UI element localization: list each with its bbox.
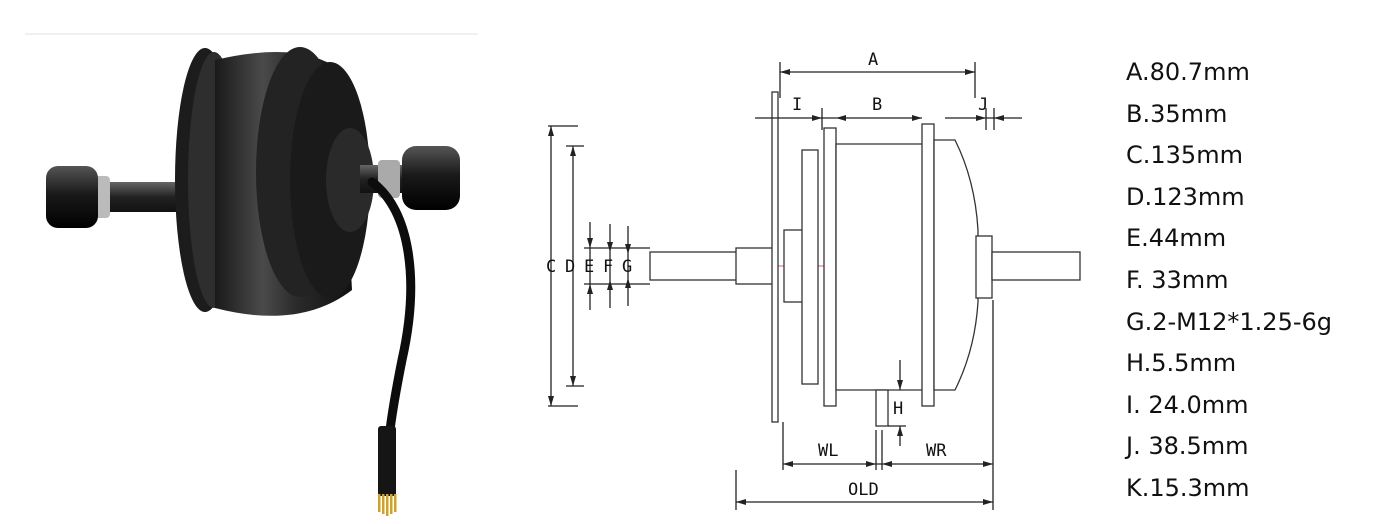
spec-J: J. 38.5mm bbox=[1126, 432, 1249, 461]
right-bearing bbox=[975, 235, 993, 299]
spec-K: K.15.3mm bbox=[1126, 473, 1250, 502]
right-axle bbox=[991, 251, 1081, 281]
spec-H: H.5.5mm bbox=[1126, 349, 1237, 378]
label-H: H bbox=[893, 399, 903, 419]
label-OLD: OLD bbox=[848, 480, 879, 500]
motor-shell bbox=[835, 143, 925, 391]
dim-F: F bbox=[603, 224, 613, 308]
hub-motor-photo bbox=[25, 33, 478, 516]
spec-list: A.80.7mm B.35mm C.135mm D.123mm E.44mm F… bbox=[1126, 52, 1332, 510]
spec-I: I. 24.0mm bbox=[1126, 390, 1249, 419]
spec-G: G.2-M12*1.25-6g bbox=[1126, 307, 1333, 336]
label-F: F bbox=[603, 257, 613, 277]
label-D: D bbox=[565, 257, 575, 277]
dim-A: A bbox=[779, 50, 976, 98]
dim-H: H bbox=[888, 360, 906, 446]
dim-C: C bbox=[546, 125, 578, 407]
spec-B: B.35mm bbox=[1126, 99, 1228, 128]
label-WR: WR bbox=[926, 441, 947, 461]
label-A: A bbox=[868, 50, 878, 70]
dim-E: E bbox=[584, 222, 650, 310]
disc-plate bbox=[771, 91, 779, 423]
spec-F: F. 33mm bbox=[1126, 265, 1229, 294]
spec-E: E.44mm bbox=[1126, 224, 1227, 253]
dim-D: D bbox=[565, 145, 584, 387]
label-I: I bbox=[792, 95, 802, 115]
right-flange-plate bbox=[921, 123, 935, 407]
label-C: C bbox=[546, 257, 556, 277]
left-spacer bbox=[735, 247, 775, 285]
spec-D: D.123mm bbox=[1126, 182, 1245, 211]
left-flange-plate bbox=[823, 127, 837, 407]
label-B: B bbox=[872, 95, 882, 115]
label-E: E bbox=[584, 257, 594, 277]
dim-OLD: OLD bbox=[735, 470, 994, 510]
spec-C: C.135mm bbox=[1126, 141, 1243, 170]
dim-WL-WR: WL WR bbox=[782, 300, 994, 470]
dim-G: G bbox=[622, 226, 632, 306]
cable-exit bbox=[875, 389, 889, 427]
dim-J: J bbox=[945, 95, 1022, 130]
left-flange bbox=[801, 149, 819, 385]
spec-A: A.80.7mm bbox=[1126, 58, 1250, 86]
label-G: G bbox=[622, 257, 632, 277]
dim-I-B: I B bbox=[755, 95, 922, 130]
right-cover bbox=[933, 139, 979, 391]
label-J: J bbox=[978, 95, 988, 115]
label-WL: WL bbox=[818, 441, 838, 461]
